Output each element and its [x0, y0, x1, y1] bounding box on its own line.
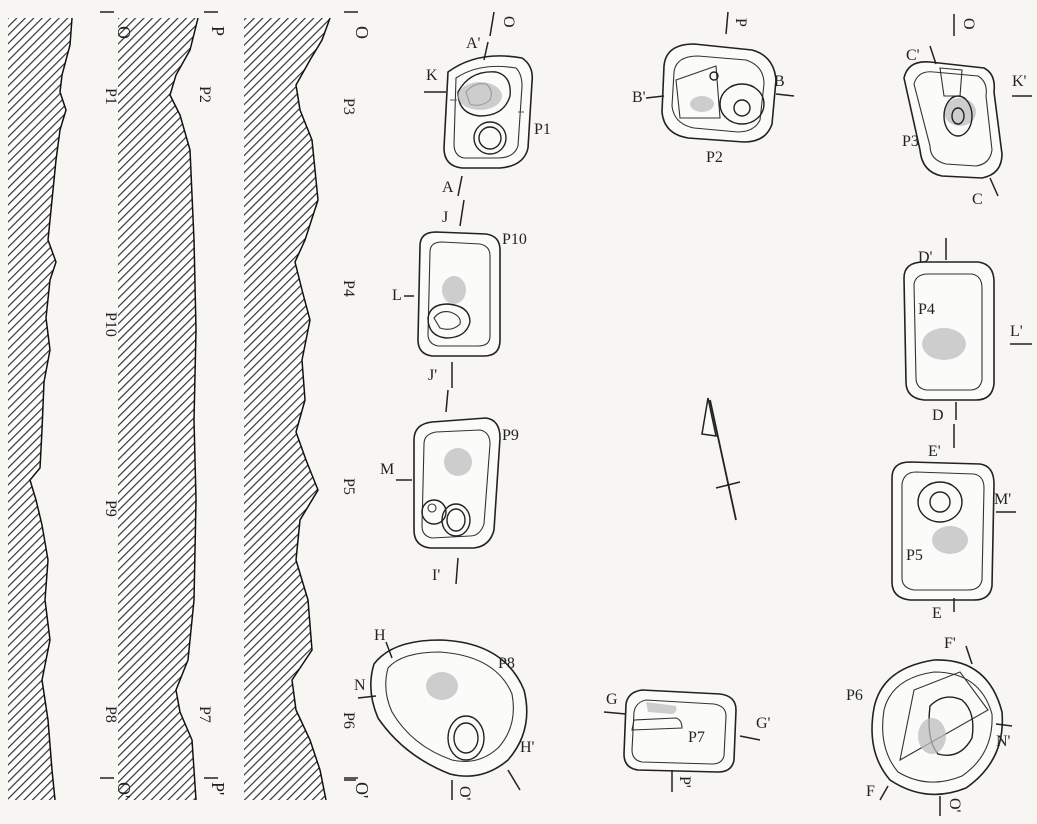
pebble-p4: P4	[903, 261, 995, 401]
profile-labels: O P1 P10 P9 P8 O' P P2 P7 P' O P3 P4 P5 …	[100, 11, 372, 798]
pebble-p3-label: P3	[902, 133, 919, 150]
mark-M-prime: M'	[994, 491, 1011, 508]
mark-B: B	[774, 73, 785, 90]
profile-label-p1: P1	[102, 88, 119, 105]
profile-strip-2	[168, 17, 254, 801]
mark-F-prime: F'	[944, 635, 956, 652]
pebble-p10: P10	[417, 231, 527, 357]
profile-3-band	[244, 18, 254, 800]
profile-3-hatch	[254, 18, 330, 800]
mark-M: M	[380, 461, 394, 478]
profile-label-p2: P2	[196, 86, 213, 103]
pebble-p7-label: P7	[688, 729, 705, 746]
mark-D-prime: D'	[918, 249, 933, 266]
mark-K-prime: K'	[1012, 73, 1027, 90]
mark-E: E	[932, 605, 942, 622]
section-marks: O P O A' K A J B' B C' K' C D' L' D E' M…	[344, 11, 1032, 816]
profile-label-p3: P3	[340, 98, 357, 115]
profile-label-p9: P9	[102, 500, 119, 517]
mark-O-top: O	[500, 16, 517, 28]
pebble-p8: P8	[370, 639, 528, 777]
pebble-p1: P1	[443, 55, 551, 169]
mark-O-top-right: O	[960, 18, 977, 30]
mark-P-bottom: P'	[676, 776, 693, 788]
pebble-p2-label: P2	[706, 149, 723, 166]
profile-1-edge	[29, 17, 73, 801]
pebble-p10-label: P10	[502, 231, 527, 248]
profile-2-edge	[169, 17, 199, 801]
mark-N: N	[354, 677, 366, 694]
mark-C-prime: C'	[906, 47, 920, 64]
mark-H-prime: H'	[520, 739, 535, 756]
profile-strip-1	[8, 17, 168, 801]
mark-K: K	[426, 67, 438, 84]
mark-O-bottom-right: O'	[946, 798, 963, 813]
mark-L: L	[392, 287, 402, 304]
mark-J: J	[442, 209, 448, 226]
profile-2-bottom-label: P'	[208, 782, 228, 795]
pebble-p9-label: P9	[502, 427, 519, 444]
profile-1-bottom-label: O'	[114, 782, 134, 798]
mark-L-prime: L'	[1010, 323, 1023, 340]
pebble-p9: P9	[413, 417, 519, 549]
mark-B-prime: B'	[632, 89, 646, 106]
mark-O-bottom: O'	[456, 786, 473, 801]
pebble-p6-label: P6	[846, 687, 863, 704]
mark-A-prime: A'	[466, 35, 481, 52]
profile-label-p10: P10	[102, 312, 119, 337]
profile-label-p4: P4	[340, 280, 357, 297]
pebble-p2: P2	[661, 43, 777, 166]
pebble-p1-label: P1	[534, 121, 551, 138]
profile-2-band	[118, 18, 168, 800]
mark-I-prime: I'	[432, 567, 440, 584]
mark-J-prime: J'	[428, 367, 437, 384]
profile-1-hatch	[8, 18, 72, 800]
mark-H: H	[374, 627, 386, 644]
mark-A: A	[442, 179, 454, 196]
profile-2-top-label: P	[208, 26, 228, 36]
pebble-p6: P6	[846, 659, 1004, 796]
north-arrow-icon	[701, 397, 741, 521]
mark-N-prime: N'	[996, 733, 1011, 750]
profile-2-hatch	[168, 18, 198, 800]
pebble-p5-label: P5	[906, 547, 923, 564]
pebble-p8-label: P8	[498, 655, 515, 672]
profile-3-edge	[291, 17, 331, 801]
profile-3-top-label: O	[352, 26, 372, 39]
profile-1-top-label: O	[114, 26, 134, 39]
mark-G: G	[606, 691, 618, 708]
pebble-p3: P3	[902, 61, 1003, 179]
profile-label-p5: P5	[340, 478, 357, 495]
profile-3-bottom-label: O'	[352, 782, 372, 798]
profile-strip-3	[254, 17, 331, 801]
mark-D: D	[932, 407, 944, 424]
pebble-p4-label: P4	[918, 301, 935, 318]
mark-C: C	[972, 191, 983, 208]
mark-G-prime: G'	[756, 715, 771, 732]
profile-label-p8: P8	[102, 706, 119, 723]
profile-label-p6: P6	[340, 712, 357, 729]
pebble-p5: P5	[891, 461, 995, 601]
pebble-p7: P7	[623, 689, 737, 773]
mark-E-prime: E'	[928, 443, 941, 460]
mark-F: F	[866, 783, 875, 800]
profile-label-p7: P7	[196, 706, 213, 723]
mark-P-top: P	[732, 18, 749, 27]
